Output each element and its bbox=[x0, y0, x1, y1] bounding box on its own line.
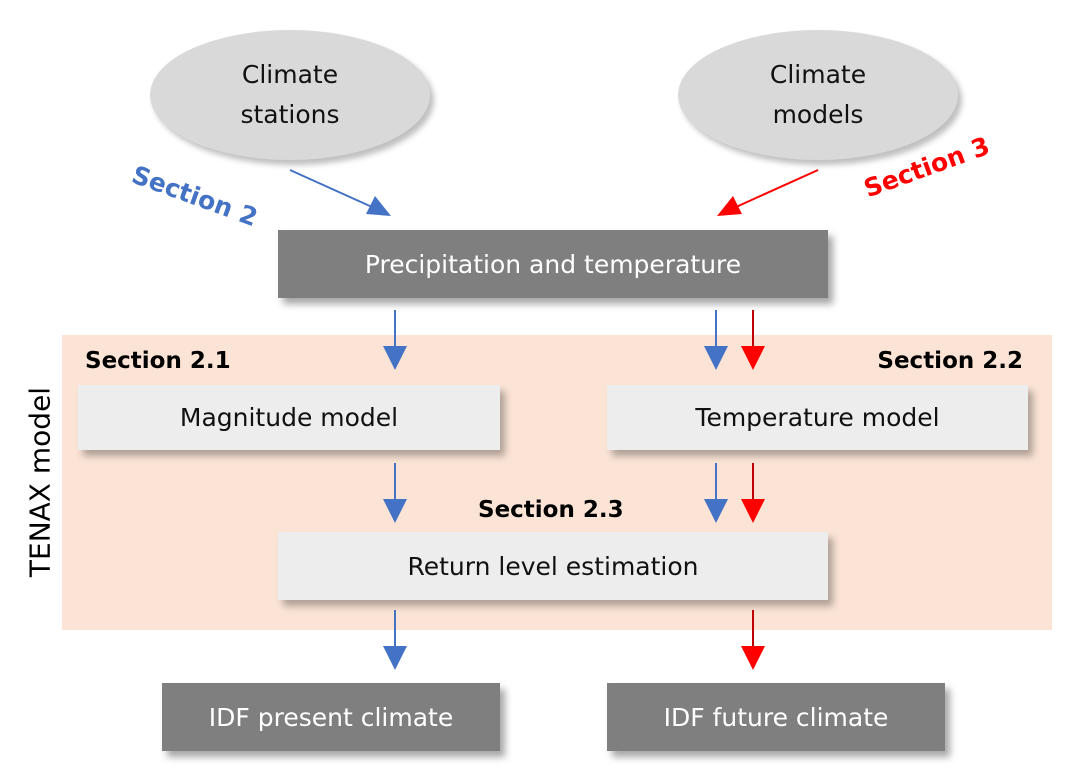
blue-arrows bbox=[289, 169, 728, 670]
section-2-2-label: Section 2.2 bbox=[877, 348, 1023, 374]
climate-stations-node: Climate stations bbox=[150, 30, 430, 160]
arrow-stations-to-precip bbox=[289, 169, 373, 208]
arrow-down-blue bbox=[383, 610, 407, 670]
idf-future-climate-box: IDF future climate bbox=[607, 683, 945, 751]
arrow-models-to-precip bbox=[735, 169, 819, 208]
temperature-model-box: Temperature model bbox=[607, 385, 1028, 450]
arrowhead bbox=[717, 196, 742, 216]
section-2-1-label: Section 2.1 bbox=[85, 348, 231, 374]
arrow-down-blue bbox=[704, 463, 728, 523]
magnitude-model-box: Magnitude model bbox=[78, 385, 500, 450]
return-level-estimation-box: Return level estimation bbox=[278, 532, 828, 600]
arrow-down-blue bbox=[383, 463, 407, 523]
arrow-down-blue bbox=[383, 310, 407, 370]
climate-models-node: Climate models bbox=[678, 30, 958, 160]
arrow-down-red bbox=[741, 463, 765, 523]
arrow-down-red bbox=[741, 310, 765, 370]
precipitation-temperature-box: Precipitation and temperature bbox=[278, 230, 828, 298]
section-2-3-label: Section 2.3 bbox=[478, 497, 624, 523]
red-arrows bbox=[717, 169, 819, 670]
climate-models-label: Climate models bbox=[769, 60, 867, 129]
climate-stations-label: Climate stations bbox=[240, 60, 340, 129]
arrow-down-red bbox=[741, 610, 765, 670]
arrow-down-blue bbox=[704, 310, 728, 370]
arrowhead bbox=[366, 196, 391, 216]
idf-present-climate-box: IDF present climate bbox=[162, 683, 500, 751]
